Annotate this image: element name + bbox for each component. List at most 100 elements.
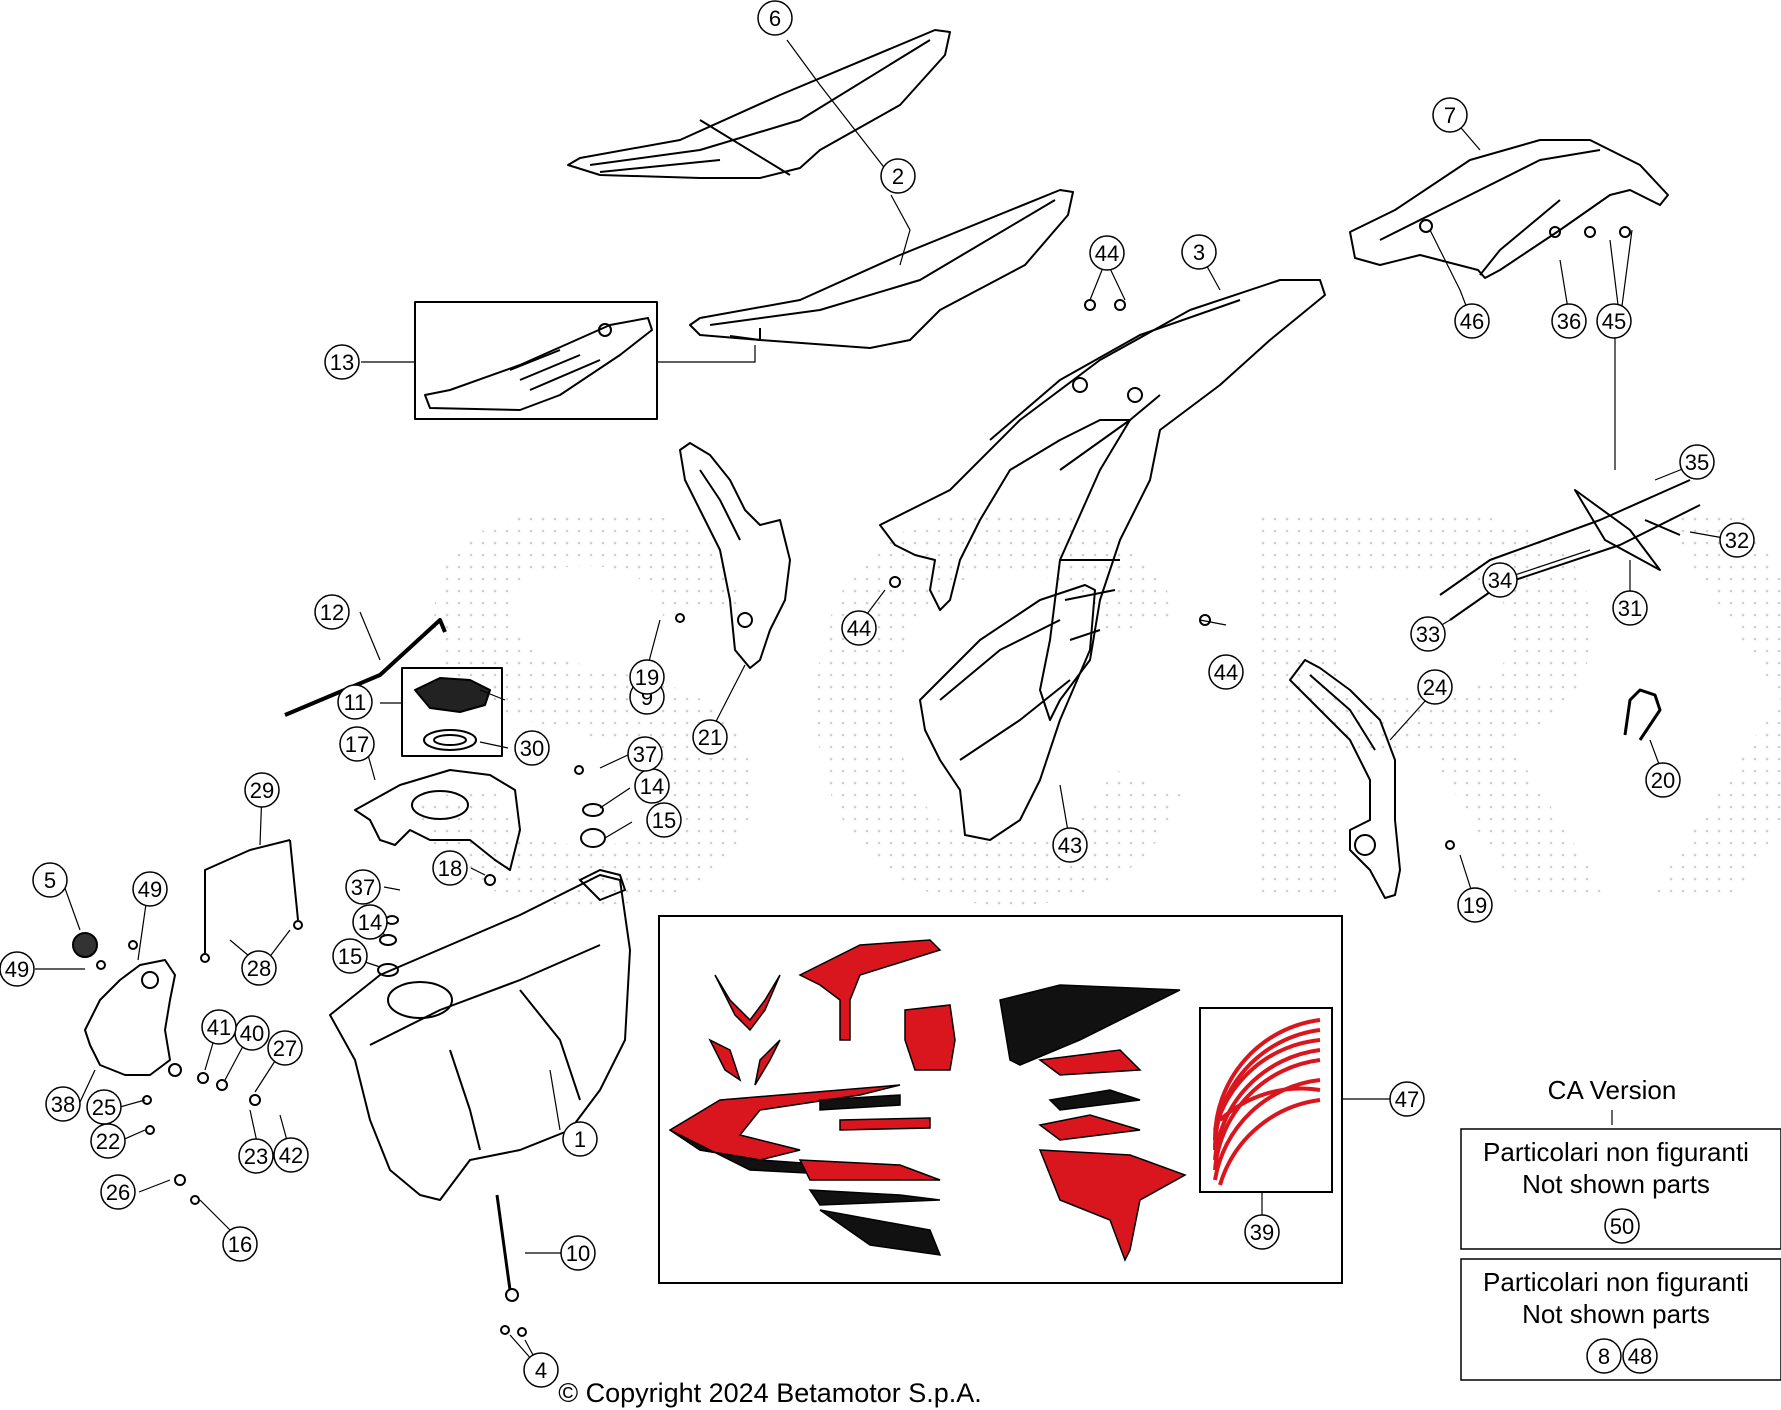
callout-7: 7 <box>1432 97 1468 133</box>
callout-38: 38 <box>45 1086 81 1122</box>
callout-24: 24 <box>1417 669 1453 705</box>
side-panel-drawing <box>879 279 1326 721</box>
callout-label: 14 <box>640 774 664 799</box>
callout-35: 35 <box>1679 444 1715 480</box>
callout-12: 12 <box>314 594 350 630</box>
bottle-drawing <box>72 932 182 1077</box>
callout-label: 37 <box>351 875 375 900</box>
callout-43: 43 <box>1052 827 1088 863</box>
callout-label: 15 <box>338 944 362 969</box>
callout-label: 29 <box>250 778 274 803</box>
callout-39: 39 <box>1244 1214 1280 1250</box>
callout-label: 10 <box>566 1241 590 1266</box>
callout-label: 35 <box>1685 450 1709 475</box>
callout-circle <box>332 938 368 974</box>
ca-version-part: 50 <box>1610 1214 1634 1239</box>
callout-circle <box>1417 669 1453 705</box>
callout-label: 11 <box>344 690 367 715</box>
callout-circle <box>337 684 373 720</box>
small-hardware-drawing <box>96 299 1455 1205</box>
callout-37: 37 <box>627 736 663 772</box>
callout-label: 25 <box>92 1095 116 1120</box>
callout-label: 34 <box>1488 568 1512 593</box>
callout-label: 32 <box>1725 528 1749 553</box>
callout-circle <box>880 158 916 194</box>
callout-5: 5 <box>32 862 68 898</box>
drain-bolt-drawing <box>495 1194 527 1337</box>
callout-label: 14 <box>358 910 382 935</box>
callout-4: 4 <box>523 1352 559 1388</box>
callout-label: 19 <box>635 665 659 690</box>
callout-circle <box>132 871 168 907</box>
wire-drawing <box>200 839 303 963</box>
callout-circle <box>314 594 350 630</box>
ca-version-title: CA Version <box>1548 1075 1677 1105</box>
callout-circle <box>1181 234 1217 270</box>
callout-14: 14 <box>352 904 388 940</box>
callout-circle <box>757 0 793 36</box>
callout-label: 42 <box>279 1143 303 1168</box>
callout-circle <box>222 1226 258 1262</box>
callout-11: 11 <box>337 684 373 720</box>
fuel-cap-assembly-drawing <box>401 667 503 757</box>
callout-label: 7 <box>1444 103 1456 128</box>
callout-41: 41 <box>201 1009 237 1045</box>
callout-circle <box>841 610 877 646</box>
callout-label: 33 <box>1416 622 1440 647</box>
not-shown-line2: Not shown parts <box>1522 1299 1710 1329</box>
callout-circle <box>244 772 280 808</box>
callout-circle <box>352 904 388 940</box>
callout-label: 3 <box>1193 240 1205 265</box>
callout-25: 25 <box>86 1089 122 1125</box>
callout-47: 47 <box>1389 1081 1425 1117</box>
callout-37: 37 <box>345 869 381 905</box>
license-plate-bracket-drawing <box>1439 479 1701 621</box>
callout-circle <box>324 344 360 380</box>
callout-circle <box>339 726 375 762</box>
callout-label: 40 <box>240 1021 264 1046</box>
callout-label: 15 <box>652 808 676 833</box>
callout-label: 13 <box>330 350 354 375</box>
callout-30: 30 <box>514 730 550 766</box>
callout-label: 4 <box>535 1358 547 1383</box>
callout-circle <box>1645 762 1681 798</box>
callout-13: 13 <box>324 344 360 380</box>
copyright-text: © Copyright 2024 Betamotor S.p.A. <box>558 1378 982 1408</box>
watermark-text: SCRX <box>400 393 1781 1019</box>
callout-label: 2 <box>892 164 904 189</box>
callout-49: 49 <box>132 871 168 907</box>
callout-3: 3 <box>1181 234 1217 270</box>
callout-36: 36 <box>1551 303 1587 339</box>
not-shown-part-b: 48 <box>1628 1344 1652 1369</box>
callout-23: 23 <box>238 1138 274 1174</box>
callout-label: 1 <box>574 1127 586 1152</box>
callout-label: 5 <box>44 868 56 893</box>
callout-28: 28 <box>241 950 277 986</box>
watermark: SCRX <box>400 393 1781 1019</box>
callout-20: 20 <box>1645 762 1681 798</box>
callout-circle <box>1208 654 1244 690</box>
radiator-shroud-drawing <box>919 584 1096 841</box>
callout-label: 27 <box>273 1036 297 1061</box>
callout-42: 42 <box>273 1137 309 1173</box>
callout-circle <box>627 736 663 772</box>
callout-circle <box>629 659 665 695</box>
callout-label: 6 <box>769 6 781 31</box>
ca-version-box: CA Version Particolari non figuranti Not… <box>1460 1075 1781 1250</box>
callout-19: 19 <box>1457 887 1493 923</box>
ca-version-line1: Particolari non figuranti <box>1483 1137 1749 1167</box>
callout-label: 18 <box>438 856 462 881</box>
callout-label: 22 <box>96 1129 120 1154</box>
callout-22: 22 <box>90 1123 126 1159</box>
callout-circle <box>1596 303 1632 339</box>
callout-circle <box>560 1235 596 1271</box>
callout-label: 36 <box>1557 309 1581 334</box>
callout-circle <box>523 1352 559 1388</box>
callout-label: 46 <box>1460 309 1484 334</box>
callout-label: 28 <box>247 956 271 981</box>
callout-circle <box>0 951 35 987</box>
callout-circle <box>1244 1214 1280 1250</box>
callout-44: 44 <box>841 610 877 646</box>
callout-circle <box>1612 590 1648 626</box>
callout-27: 27 <box>267 1030 303 1066</box>
